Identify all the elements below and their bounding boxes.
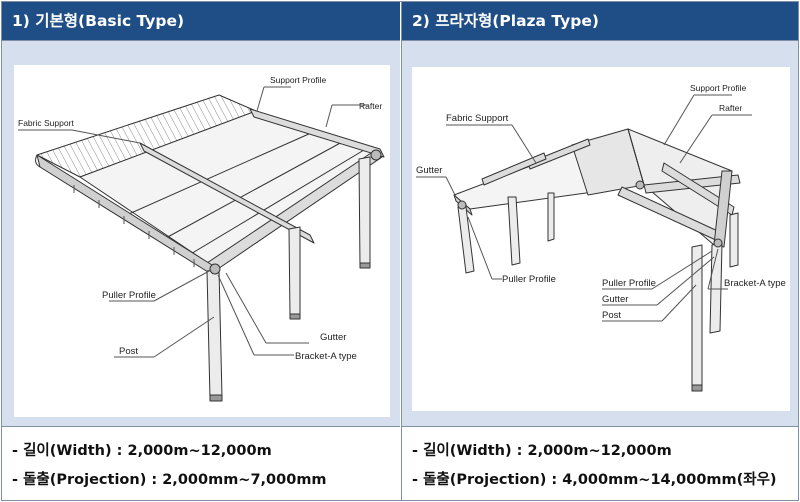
plaza-figure-cell: Support Profile Rafter Fabric Support Gu…	[402, 41, 798, 427]
basic-type-header: 1) 기본형(Basic Type)	[2, 2, 400, 41]
bracket-label: Bracket-A type	[295, 351, 357, 362]
plaza-projection-spec: - 돌출(Projection) : 4,000mm~14,000mm(좌우)	[412, 472, 777, 488]
fabric-support-label: Fabric Support	[446, 113, 509, 124]
support-profile-label: Support Profile	[270, 75, 326, 85]
plaza-width-spec: - 길이(Width) : 2,000m~12,000m	[412, 443, 672, 459]
puller-profile-label: Puller Profile	[102, 290, 156, 301]
plaza-pergola-diagram: Support Profile Rafter Fabric Support Gu…	[416, 83, 786, 392]
post-label: Post	[602, 310, 621, 321]
plaza-type-drawing: Support Profile Rafter Fabric Support Gu…	[412, 67, 790, 411]
basic-specs: - 길이(Width) : 2,000m~12,000m - 돌출(Projec…	[2, 427, 400, 500]
basic-type-column: 1) 기본형(Basic Type)	[2, 2, 400, 500]
support-profile-label: Support Profile	[690, 83, 746, 93]
basic-figure-cell: Support Profile Rafter Fabric Support Pu…	[2, 41, 400, 427]
rafter-label: Rafter	[359, 101, 382, 111]
post-label: Post	[119, 346, 138, 357]
puller-profile-right-label: Puller Profile	[602, 278, 656, 289]
fabric-support-label: Fabric Support	[18, 118, 74, 128]
gutter-right-label: Gutter	[602, 294, 628, 305]
plaza-specs: - 길이(Width) : 2,000m~12,000m - 돌출(Projec…	[402, 427, 798, 500]
puller-profile-left-label: Puller Profile	[502, 274, 556, 285]
gutter-label: Gutter	[320, 332, 346, 343]
rafter-label: Rafter	[719, 103, 742, 113]
bracket-label: Bracket-A type	[724, 278, 786, 289]
basic-type-drawing: Support Profile Rafter Fabric Support Pu…	[14, 65, 390, 417]
plaza-type-column: 2) 프라자형(Plaza Type)	[401, 2, 798, 500]
plaza-type-header: 2) 프라자형(Plaza Type)	[402, 2, 798, 41]
basic-width-spec: - 길이(Width) : 2,000m~12,000m	[12, 443, 272, 459]
gutter-left-label: Gutter	[416, 165, 442, 176]
basic-projection-spec: - 돌출(Projection) : 2,000mm~7,000mm	[12, 472, 327, 488]
basic-pergola-diagram: Support Profile Rafter Fabric Support Pu…	[18, 75, 385, 402]
